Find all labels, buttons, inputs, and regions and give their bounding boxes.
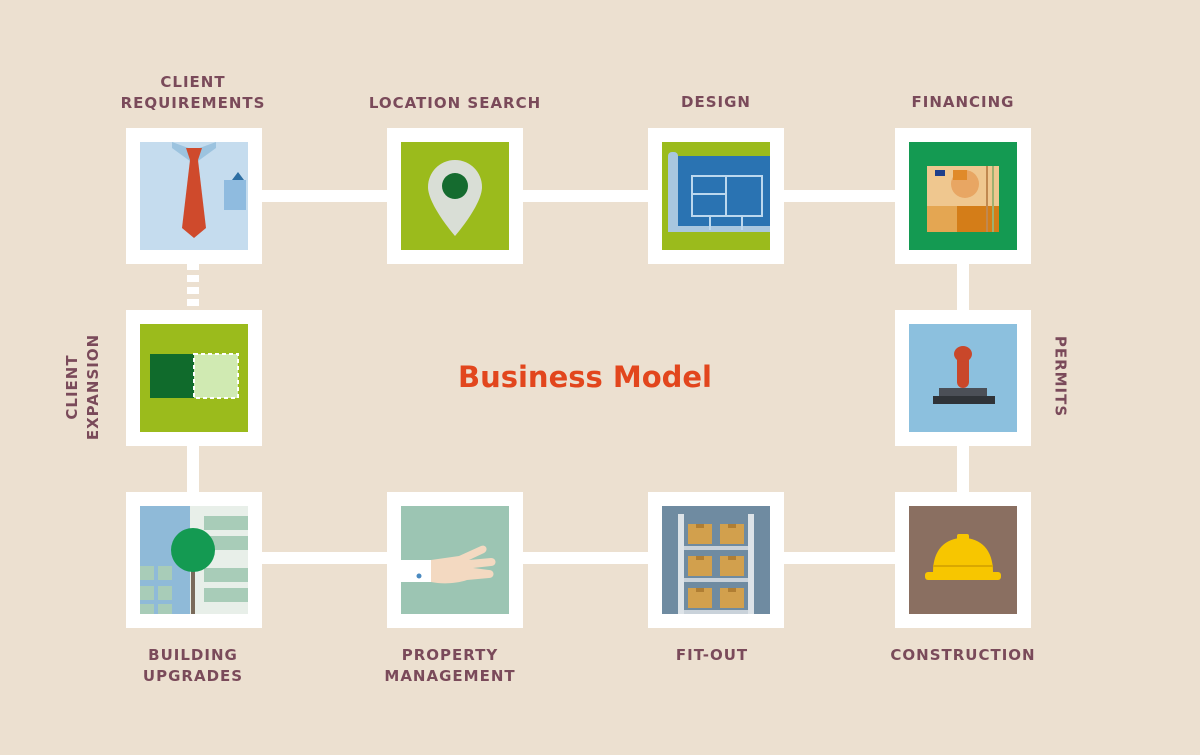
step-label-design: DESIGN — [681, 93, 751, 111]
node-construction — [895, 492, 1031, 628]
warehouse-shelves-icon — [662, 506, 770, 614]
step-label-financing: FINANCING — [911, 93, 1015, 111]
page-title: Business Model — [457, 360, 713, 394]
node-fit-out — [648, 492, 784, 628]
node-location-search — [387, 128, 523, 264]
node-client-requirements — [126, 128, 262, 264]
map-pin-icon — [401, 142, 509, 250]
expansion-block-icon — [140, 324, 248, 432]
step-label-location-search: LOCATION SEARCH — [368, 94, 542, 112]
shirt-tie-icon — [140, 142, 248, 250]
step-label-construction: CONSTRUCTION — [890, 646, 1036, 664]
handshake-icon — [401, 506, 509, 614]
step-label-client-expansion: CLIENT EXPANSION — [63, 333, 102, 441]
step-label-building-upgrades: BUILDING UPGRADES — [142, 646, 244, 685]
banknotes-icon — [909, 142, 1017, 250]
node-building-upgrades — [126, 492, 262, 628]
step-label-property-management: PROPERTY MANAGEMENT — [384, 646, 516, 685]
step-label-permits: PERMITS — [1051, 335, 1070, 418]
node-client-expansion — [126, 310, 262, 446]
node-design — [648, 128, 784, 264]
building-tree-icon — [140, 506, 248, 614]
step-label-client-requirements: CLIENT REQUIREMENTS — [120, 73, 266, 112]
hard-hat-icon — [909, 506, 1017, 614]
blueprint-icon — [662, 142, 770, 250]
rubber-stamp-icon — [909, 324, 1017, 432]
node-permits — [895, 310, 1031, 446]
step-label-fit-out: FIT-OUT — [675, 646, 749, 664]
node-financing — [895, 128, 1031, 264]
node-property-management — [387, 492, 523, 628]
